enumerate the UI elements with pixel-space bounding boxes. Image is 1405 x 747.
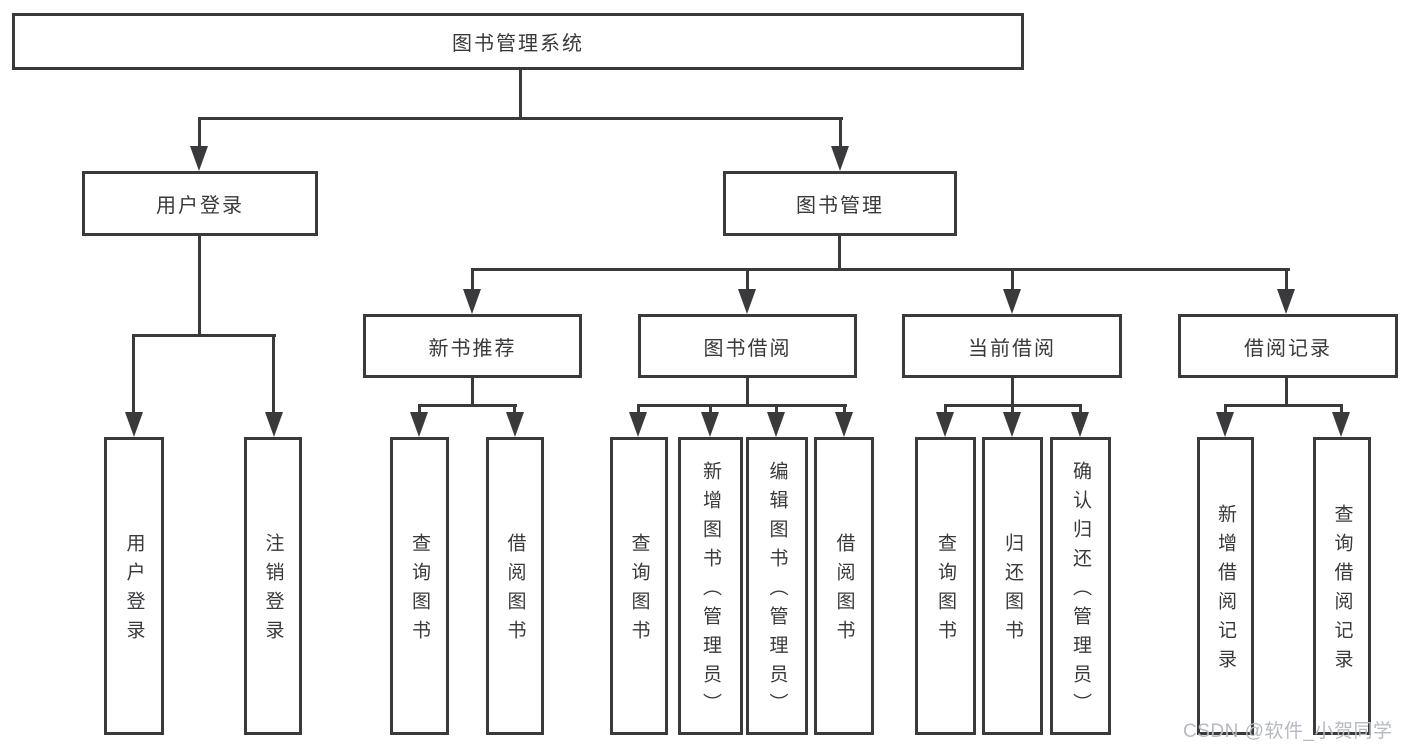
leaf-query-book-rec: 查询图书 bbox=[390, 437, 449, 735]
connector-new-book-rec-bar bbox=[418, 404, 517, 407]
connector-drop-current-borrow bbox=[1011, 270, 1014, 292]
connector-drop bbox=[1340, 406, 1343, 416]
connector-book-mgmt-stem bbox=[838, 236, 841, 271]
connector-new-book-rec-stem bbox=[471, 378, 474, 406]
connector-drop bbox=[1079, 406, 1082, 416]
leaf-query-borrow-record-label: 查询借阅记录 bbox=[1331, 504, 1353, 678]
arrow-down-icon bbox=[265, 412, 283, 437]
node-book-mgmt-label: 图书管理 bbox=[796, 195, 884, 217]
connector-current-borrow-bar bbox=[944, 404, 1082, 407]
connector-drop bbox=[843, 406, 846, 416]
node-user-login: 用户登录 bbox=[82, 171, 318, 236]
leaf-query-book-current-label: 查询图书 bbox=[935, 533, 956, 649]
leaf-edit-book-admin-label: 编辑图书（管理员） bbox=[766, 460, 788, 722]
arrow-down-icon bbox=[738, 289, 756, 314]
connector-root-stem bbox=[519, 69, 522, 120]
leaf-return-book: 归还图书 bbox=[982, 437, 1043, 735]
connector-user-login-bar bbox=[132, 334, 276, 337]
connector-drop-user-login bbox=[198, 119, 201, 151]
connector-drop bbox=[418, 406, 421, 416]
connector-drop-new-book-rec bbox=[471, 270, 474, 292]
arrow-down-icon bbox=[835, 412, 853, 437]
arrow-down-icon bbox=[1332, 412, 1350, 437]
node-root: 图书管理系统 bbox=[12, 13, 1024, 70]
node-new-book-rec: 新书推荐 bbox=[363, 314, 582, 378]
node-user-login-label: 用户登录 bbox=[156, 195, 244, 217]
leaf-edit-book-admin: 编辑图书（管理员） bbox=[746, 437, 808, 735]
arrow-down-icon bbox=[463, 289, 481, 314]
arrow-down-icon bbox=[410, 412, 428, 437]
connector-level2-bar bbox=[198, 117, 843, 120]
leaf-borrow-book-rec: 借阅图书 bbox=[486, 437, 544, 735]
leaf-add-book-admin-label: 新增图书（管理员） bbox=[700, 460, 721, 722]
node-borrow-records: 借阅记录 bbox=[1178, 314, 1398, 378]
connector-drop bbox=[1011, 406, 1014, 416]
connector-drop-leaf-user-login bbox=[132, 336, 135, 415]
node-new-book-rec-label: 新书推荐 bbox=[428, 337, 517, 360]
connector-drop-leaf-logout bbox=[272, 336, 275, 415]
arrow-down-icon bbox=[936, 412, 954, 437]
arrow-down-icon bbox=[1216, 412, 1234, 437]
leaf-borrow-book: 借阅图书 bbox=[814, 437, 874, 735]
arrow-down-icon bbox=[831, 146, 849, 171]
leaf-logout: 注销登录 bbox=[244, 437, 302, 735]
connector-drop-borrow-records bbox=[1285, 270, 1288, 292]
connector-drop-book-borrow bbox=[746, 270, 749, 292]
connector-drop bbox=[775, 406, 778, 416]
node-borrow-records-label: 借阅记录 bbox=[1244, 337, 1332, 360]
arrow-down-icon bbox=[1277, 289, 1295, 314]
node-current-borrow-label: 当前借阅 bbox=[968, 337, 1056, 360]
connector-borrow-records-bar bbox=[1224, 404, 1343, 407]
connector-current-borrow-stem bbox=[1011, 378, 1014, 406]
leaf-borrow-book-label: 借阅图书 bbox=[833, 533, 855, 649]
connector-level3-bar bbox=[471, 268, 1290, 271]
leaf-confirm-return-admin: 确认归还（管理员） bbox=[1050, 437, 1111, 735]
connector-drop bbox=[513, 406, 516, 416]
node-current-borrow: 当前借阅 bbox=[902, 314, 1122, 378]
connector-borrow-records-stem bbox=[1285, 378, 1288, 406]
leaf-return-book-label: 归还图书 bbox=[1002, 533, 1023, 649]
leaf-user-login-label: 用户登录 bbox=[123, 533, 145, 649]
connector-book-borrow-bar bbox=[637, 404, 847, 407]
leaf-add-book-admin: 新增图书（管理员） bbox=[678, 437, 743, 735]
node-root-label: 图书管理系统 bbox=[452, 33, 584, 55]
leaf-user-login: 用户登录 bbox=[104, 437, 164, 735]
leaf-query-book-borrow-label: 查询图书 bbox=[628, 533, 650, 649]
watermark: CSDN @软件_小贺同学 bbox=[1183, 721, 1393, 742]
leaf-logout-label: 注销登录 bbox=[262, 533, 284, 649]
node-book-borrow-label: 图书借阅 bbox=[703, 337, 792, 360]
arrow-down-icon bbox=[701, 412, 719, 437]
arrow-down-icon bbox=[629, 412, 647, 437]
connector-drop bbox=[944, 406, 947, 416]
leaf-confirm-return-admin-label: 确认归还（管理员） bbox=[1070, 460, 1091, 722]
leaf-query-book-current: 查询图书 bbox=[915, 437, 976, 735]
leaf-query-borrow-record: 查询借阅记录 bbox=[1313, 437, 1371, 735]
leaf-borrow-book-rec-label: 借阅图书 bbox=[504, 533, 526, 649]
arrow-down-icon bbox=[1003, 412, 1021, 437]
arrow-down-icon bbox=[767, 412, 785, 437]
arrow-down-icon bbox=[190, 146, 208, 171]
node-book-borrow: 图书借阅 bbox=[638, 314, 857, 378]
connector-drop bbox=[1224, 406, 1227, 416]
connector-drop bbox=[637, 406, 640, 416]
arrow-down-icon bbox=[1003, 289, 1021, 314]
leaf-add-borrow-record-label: 新增借阅记录 bbox=[1215, 504, 1236, 678]
node-book-mgmt: 图书管理 bbox=[723, 171, 957, 236]
connector-user-login-stem bbox=[198, 236, 201, 337]
leaf-add-borrow-record: 新增借阅记录 bbox=[1197, 437, 1254, 735]
arrow-down-icon bbox=[125, 412, 143, 437]
connector-drop bbox=[709, 406, 712, 416]
connector-book-borrow-stem bbox=[746, 378, 749, 406]
leaf-query-book-rec-label: 查询图书 bbox=[409, 533, 430, 649]
leaf-query-book-borrow: 查询图书 bbox=[610, 437, 668, 735]
arrow-down-icon bbox=[506, 412, 524, 437]
connector-drop-book-mgmt bbox=[839, 119, 842, 151]
arrow-down-icon bbox=[1071, 412, 1089, 437]
